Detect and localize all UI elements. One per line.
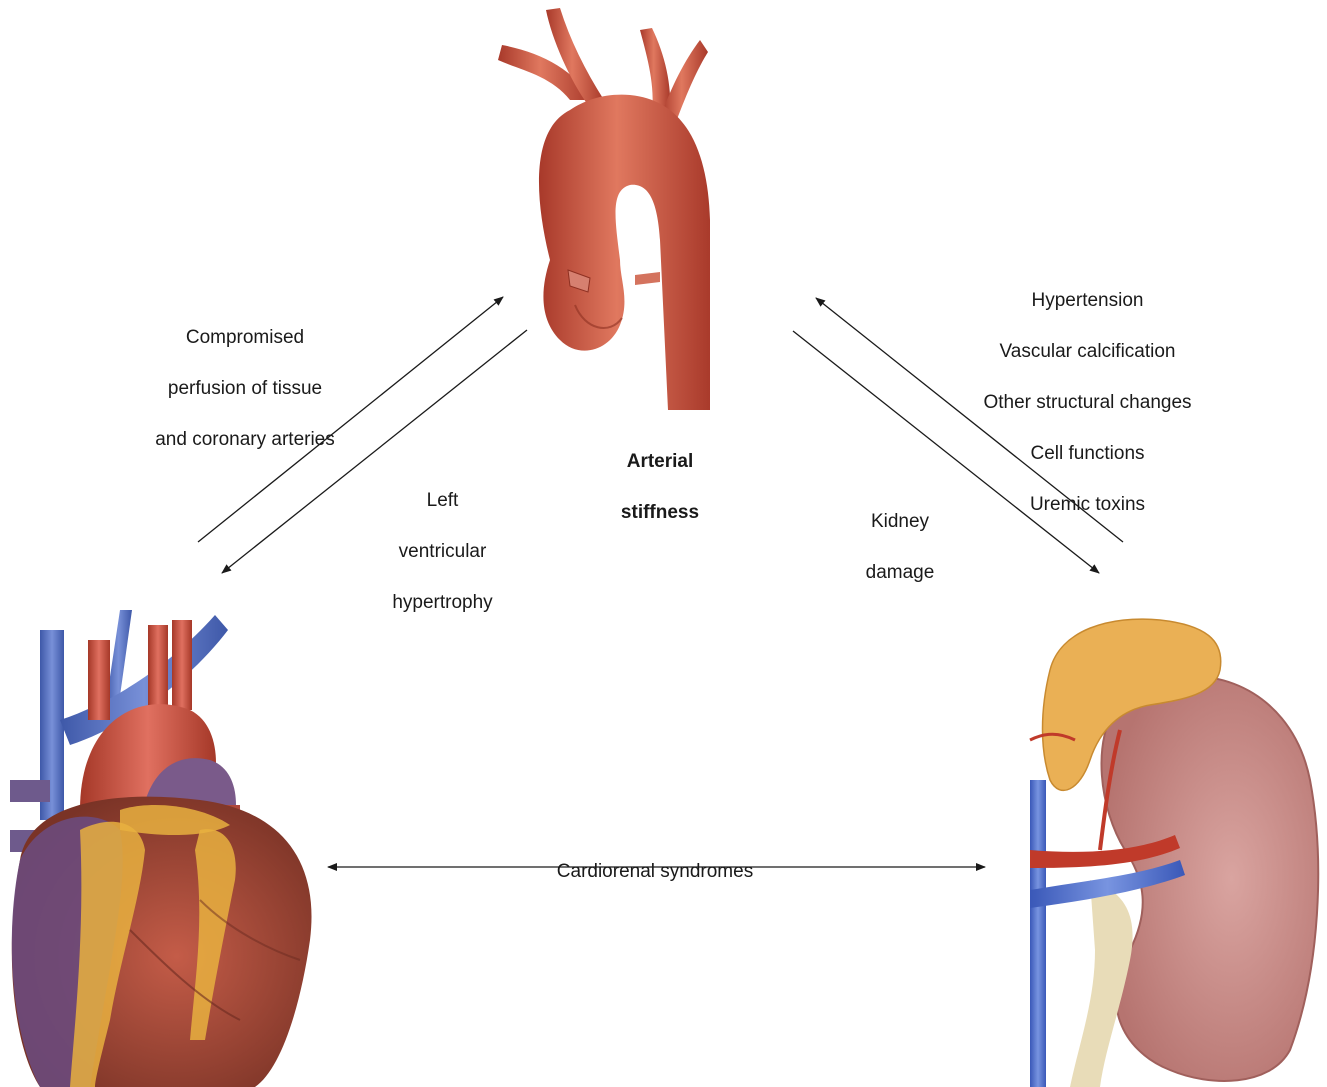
arterial-stiffness-line-1: Arterial [585,449,735,475]
heart-illustration [0,600,330,1087]
arterial-stiffness-label: Arterial stiffness [585,423,735,551]
compromised-perfusion-label: Compromised perfusion of tissue and coro… [120,299,370,478]
cardiorenal-text: Cardiorenal syndromes [500,859,810,885]
kidney-illustration [1010,610,1327,1087]
lvh-line-1: Left [360,488,525,514]
compromised-line-2: perfusion of tissue [120,376,370,402]
risk-factor-structural-changes: Other structural changes [945,390,1230,416]
left-ventricular-hypertrophy-label: Left ventricular hypertrophy [360,462,525,641]
risk-factor-hypertension: Hypertension [945,288,1230,314]
compromised-line-1: Compromised [120,325,370,351]
kidney-damage-line-2: damage [830,560,970,586]
cardiorenal-syndromes-label: Cardiorenal syndromes [500,833,810,910]
arterial-stiffness-line-2: stiffness [585,500,735,526]
lvh-line-3: hypertrophy [360,590,525,616]
compromised-line-3: and coronary arteries [120,427,370,453]
risk-factor-vascular-calcification: Vascular calcification [945,339,1230,365]
risk-factors-label: Hypertension Vascular calcification Othe… [945,262,1230,543]
risk-factor-uremic-toxins: Uremic toxins [945,492,1230,518]
aorta-illustration [480,0,710,420]
risk-factor-cell-functions: Cell functions [945,441,1230,467]
lvh-line-2: ventricular [360,539,525,565]
